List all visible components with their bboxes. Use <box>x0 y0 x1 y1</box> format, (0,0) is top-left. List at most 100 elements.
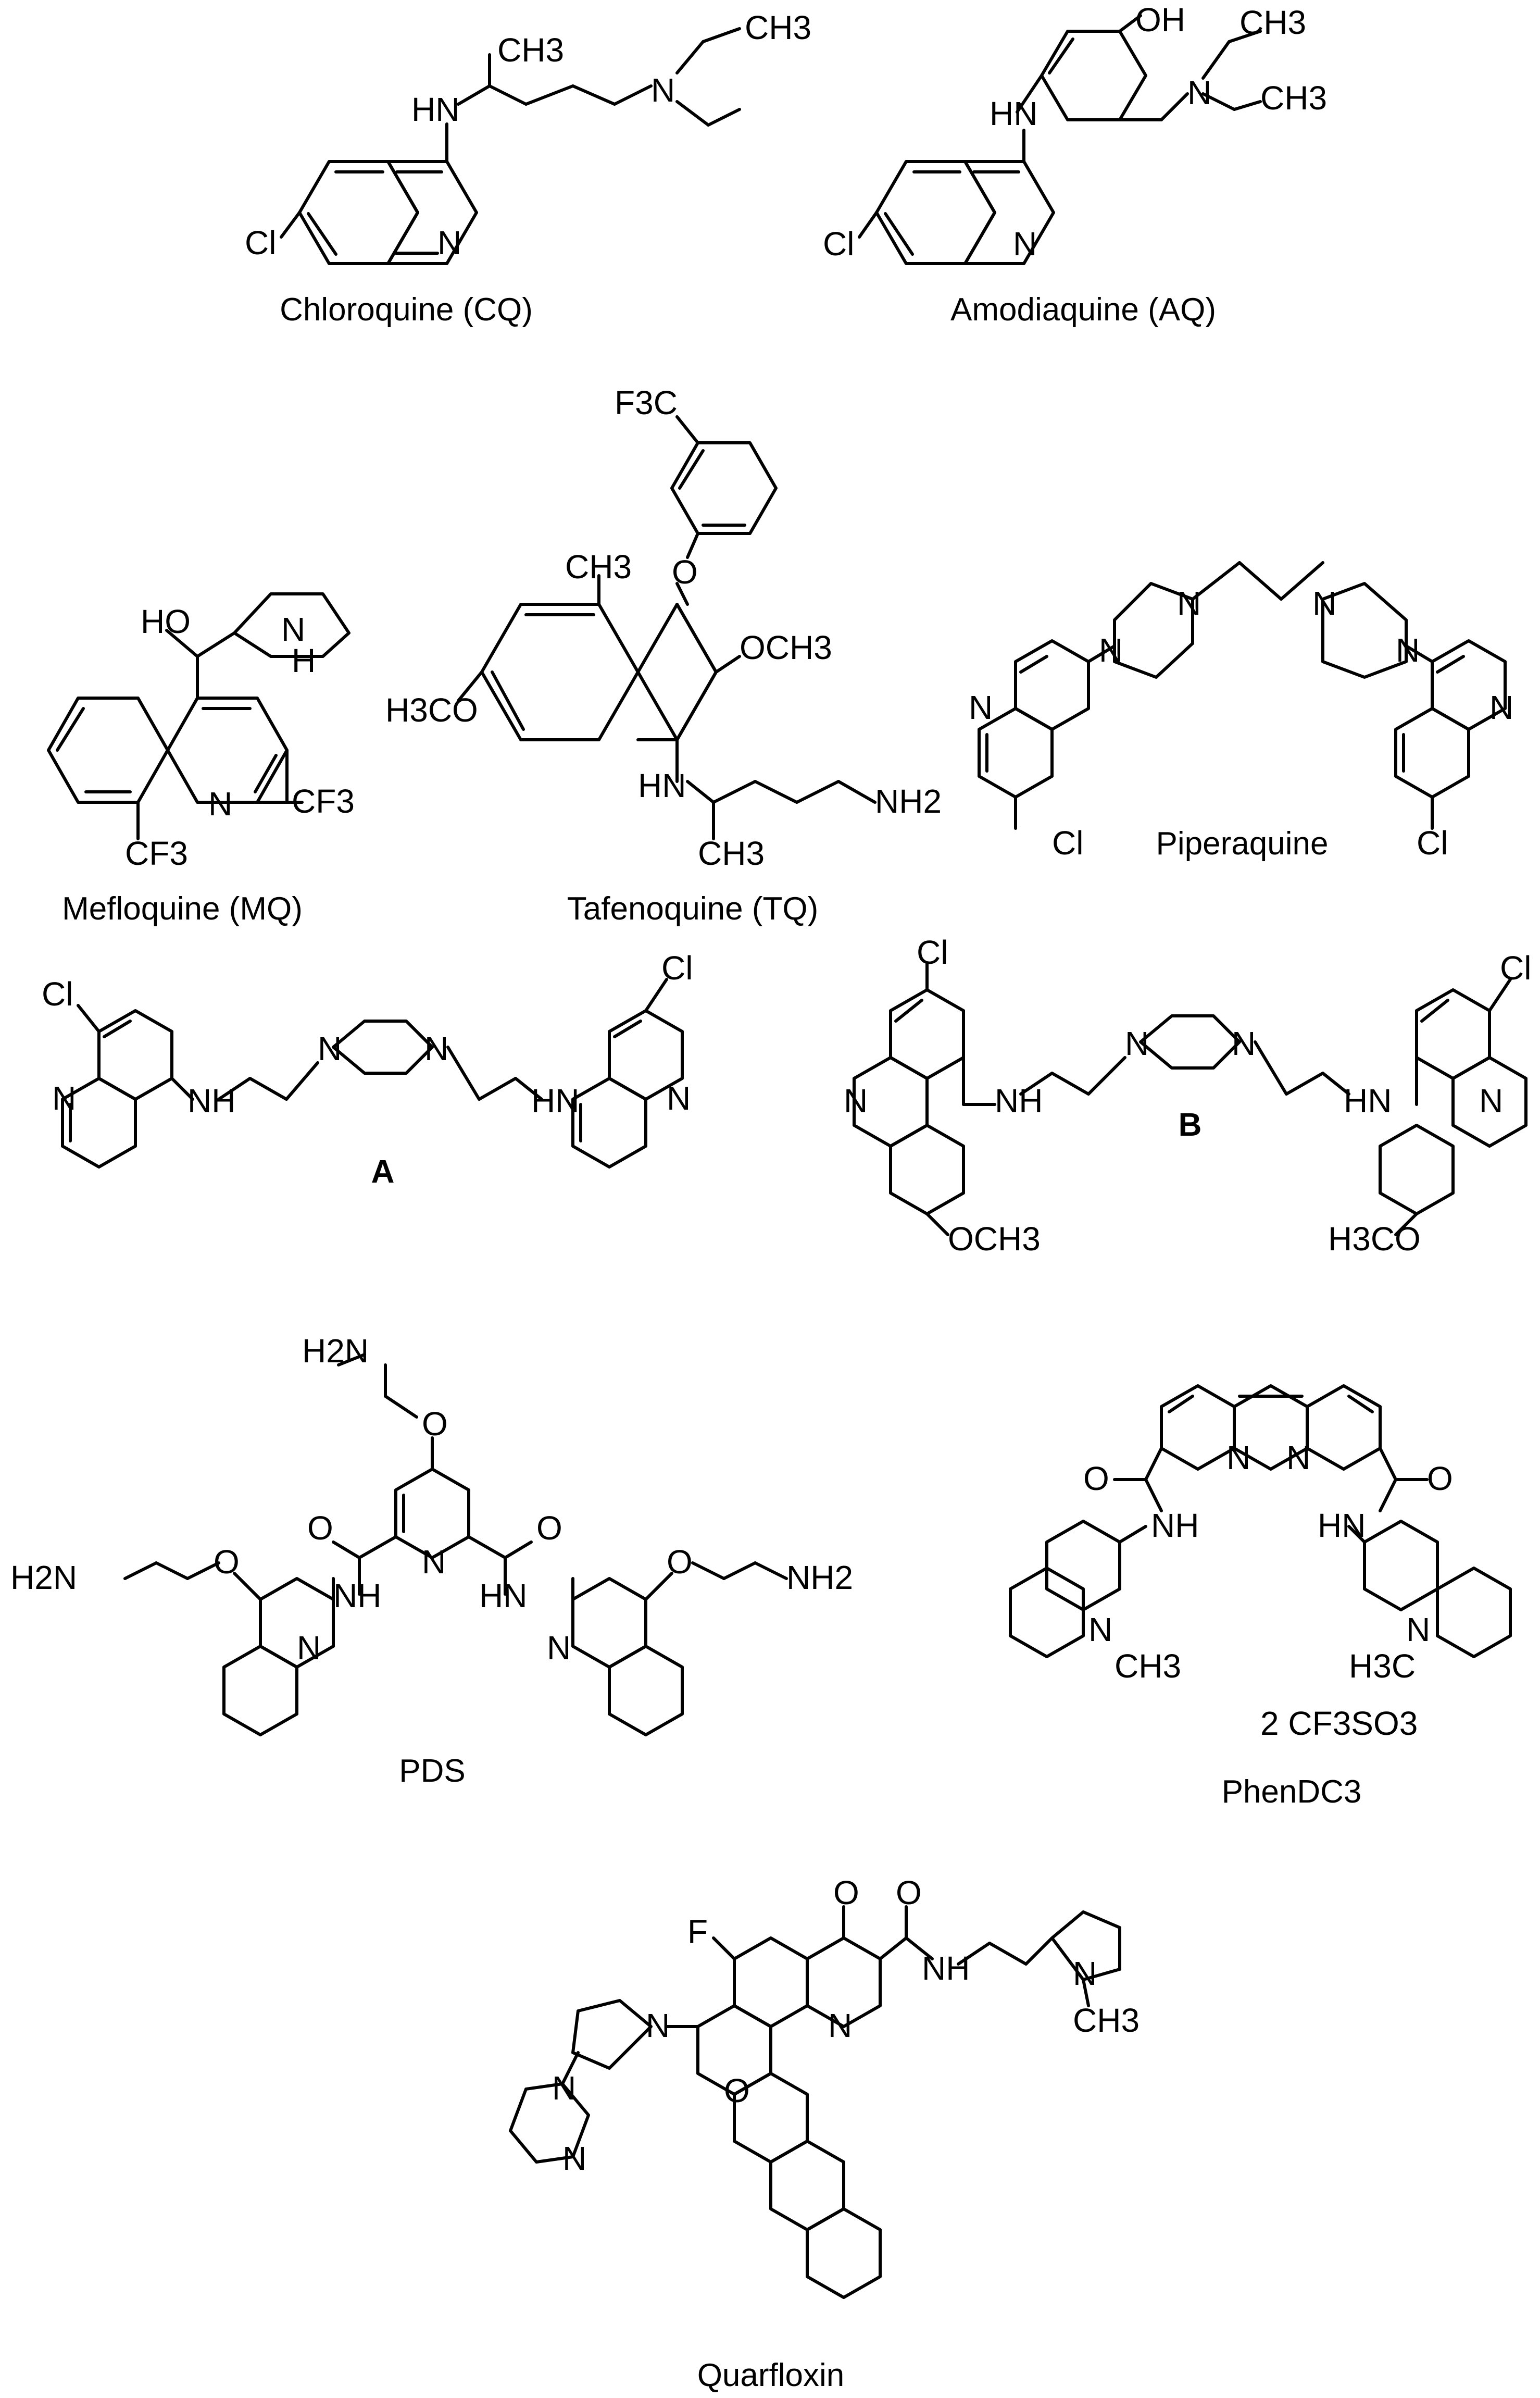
tafenoquine-caption: Tafenoquine (TQ) <box>567 891 818 927</box>
compound-b-piperazine-n2-label: N <box>1232 1025 1256 1062</box>
pds-hn-label: HN <box>479 1577 527 1614</box>
chloroquine-ring-n-label: N <box>437 224 461 262</box>
piperaquine-piperazine-n3-label: N <box>1312 585 1336 622</box>
piperaquine-piperazine-n2-label: N <box>1099 631 1123 669</box>
quarfloxin-ketone-o-label: O <box>833 1874 859 1911</box>
mefloquine-ho-label: HO <box>141 603 191 640</box>
piperaquine-piperazine-n4-label: N <box>1396 631 1420 669</box>
chloroquine-hn-label: HN <box>411 91 459 128</box>
compound-b-nh-label: NH <box>995 1082 1043 1120</box>
pds-structure: H2N O O N O H2N O NH HN O NH2 N N PDS <box>10 1332 853 1789</box>
amodiaquine-caption: Amodiaquine (AQ) <box>950 292 1216 328</box>
pds-carbonyl-o-left-label: O <box>307 1509 333 1547</box>
phendc3-phen-n-right-label: N <box>1286 1439 1310 1476</box>
mefloquine-ring-n-label: N <box>208 785 232 823</box>
chloroquine-methyl-label: CH3 <box>497 31 564 69</box>
compound-a-hn-label: HN <box>531 1082 579 1120</box>
quarfloxin-pyrazine-n-bottom-label: N <box>562 2140 586 2177</box>
pds-quinoline-n-left-label: N <box>297 1629 321 1667</box>
compound-b-cl-left-label: Cl <box>917 934 948 971</box>
pds-ether-o-left-label: O <box>214 1543 240 1581</box>
chloroquine-structure: CH3 N CH3 HN Cl N Chloroquine (CQ) <box>245 9 811 328</box>
compound-a-nh-label: NH <box>187 1082 235 1120</box>
amodiaquine-ring-n-label: N <box>1013 225 1037 263</box>
pds-h2n-top-label: H2N <box>302 1332 369 1370</box>
compound-b-hn-label: HN <box>1344 1082 1392 1120</box>
phendc3-caption: PhenDC3 <box>1222 1774 1362 1810</box>
compound-a-cl-right-label: Cl <box>661 949 693 987</box>
chloroquine-caption: Chloroquine (CQ) <box>280 292 533 328</box>
amodiaquine-oh-label: OH <box>1135 1 1185 39</box>
piperaquine-structure: N N N N N N Cl Cl Piperaquine <box>969 561 1513 862</box>
pds-h2n-left-label: H2N <box>10 1559 77 1596</box>
phendc3-hn-label: HN <box>1318 1507 1366 1544</box>
tafenoquine-methyl-chain-label: CH3 <box>698 835 765 872</box>
quarfloxin-amide-o-label: O <box>896 1874 922 1911</box>
compound-b-acridine-n-right-label: N <box>1479 1082 1503 1120</box>
compound-b-structure: Cl Cl N NH N N HN N OCH3 H3CO B <box>844 934 1531 1258</box>
compound-a-structure: Cl Cl N N N NH HN N A <box>42 949 693 1190</box>
compound-a-quinoline-n-left-label: N <box>52 1079 76 1117</box>
mefloquine-cf3-right-label: CF3 <box>292 782 355 820</box>
quarfloxin-ring-n-label: N <box>828 2007 852 2044</box>
pds-quinoline-n-right-label: N <box>547 1629 571 1667</box>
amodiaquine-cl-label: Cl <box>823 225 854 263</box>
quarfloxin-pyrrolidinyl-n-label: N <box>646 2007 670 2044</box>
quarfloxin-nh-label: NH <box>922 1949 970 1987</box>
piperaquine-cl-right-label: Cl <box>1417 824 1448 862</box>
phendc3-carbonyl-o-left-label: O <box>1083 1460 1109 1497</box>
mefloquine-piperidine-h-label: H <box>292 642 316 679</box>
compound-b-caption: B <box>1179 1107 1202 1143</box>
pds-ether-o-right-label: O <box>667 1543 693 1581</box>
tafenoquine-hn-label: HN <box>638 767 686 804</box>
phendc3-quinolinium-n-right-label: N <box>1406 1611 1430 1648</box>
amodiaquine-hn-label: HN <box>990 95 1037 132</box>
compound-b-h3co-label: H3CO <box>1328 1220 1421 1258</box>
compound-b-och3-label: OCH3 <box>948 1220 1041 1258</box>
phendc3-methyl-right-label: H3C <box>1349 1647 1416 1685</box>
piperaquine-caption: Piperaquine <box>1156 826 1329 862</box>
phendc3-nh-label: NH <box>1151 1507 1199 1544</box>
compound-a-caption: A <box>371 1154 395 1190</box>
piperaquine-piperazine-n1-label: N <box>1177 585 1201 622</box>
piperaquine-quinoline-n-left-label: N <box>969 689 993 726</box>
compound-a-cl-left-label: Cl <box>42 975 73 1013</box>
tafenoquine-structure: F3C O CH3 OCH3 H3CO HN NH2 CH3 Tafenoqui… <box>385 384 942 927</box>
piperaquine-quinoline-n-right-label: N <box>1489 689 1513 726</box>
pds-nh2-right-label: NH2 <box>786 1559 853 1596</box>
mefloquine-cf3-bottom-label: CF3 <box>125 835 188 872</box>
amodiaquine-structure: OH CH3 HN N CH3 Cl N Amodiaquine (AQ) <box>823 1 1327 328</box>
pds-pyridine-n-label: N <box>422 1543 446 1581</box>
mefloquine-caption: Mefloquine (MQ) <box>62 891 303 927</box>
compound-b-piperazine-n1-label: N <box>1125 1025 1149 1062</box>
piperaquine-cl-left-label: Cl <box>1052 824 1083 862</box>
phendc3-carbonyl-o-right-label: O <box>1427 1460 1453 1497</box>
tafenoquine-ether-o-label: O <box>672 553 698 591</box>
phendc3-methyl-left-label: CH3 <box>1115 1647 1181 1685</box>
phendc3-structure: N N O O NH HN N CH3 N H3C 2 CF3SO3 PhenD… <box>1009 1384 1512 1810</box>
tafenoquine-och3-label: OCH3 <box>740 629 832 666</box>
quarfloxin-structure: O O F NH N CH3 N N O N N Quarfloxin <box>509 1874 1140 2393</box>
tafenoquine-f3c-label: F3C <box>615 384 678 421</box>
amodiaquine-methyl-top-label: CH3 <box>1239 4 1306 41</box>
quarfloxin-caption: Quarfloxin <box>697 2357 845 2393</box>
phendc3-phen-n-left-label: N <box>1226 1439 1250 1476</box>
pds-ether-o-top-label: O <box>422 1405 448 1443</box>
tafenoquine-h3co-label: H3CO <box>385 691 478 729</box>
quarfloxin-pyrazine-n-top-label: N <box>552 2069 576 2107</box>
chloroquine-ethyl-label: CH3 <box>745 9 811 46</box>
pds-nh-label: NH <box>333 1577 381 1614</box>
mefloquine-piperidine-n-label: N <box>281 611 305 648</box>
chloroquine-amine-n-label: N <box>651 71 675 109</box>
pds-carbonyl-o-right-label: O <box>536 1509 562 1547</box>
amodiaquine-methyl-bottom-label: CH3 <box>1260 79 1327 117</box>
chloroquine-cl-label: Cl <box>245 224 276 262</box>
compound-a-piperazine-n1-label: N <box>318 1030 342 1067</box>
quarfloxin-methyl-label: CH3 <box>1073 2002 1140 2039</box>
tafenoquine-nh2-label: NH2 <box>875 782 942 820</box>
pds-caption: PDS <box>399 1753 465 1789</box>
quarfloxin-pyrrolidine-n-label: N <box>1073 1955 1097 1992</box>
quarfloxin-oxazine-o-label: O <box>724 2072 750 2109</box>
compound-b-acridine-n-left-label: N <box>844 1082 868 1120</box>
